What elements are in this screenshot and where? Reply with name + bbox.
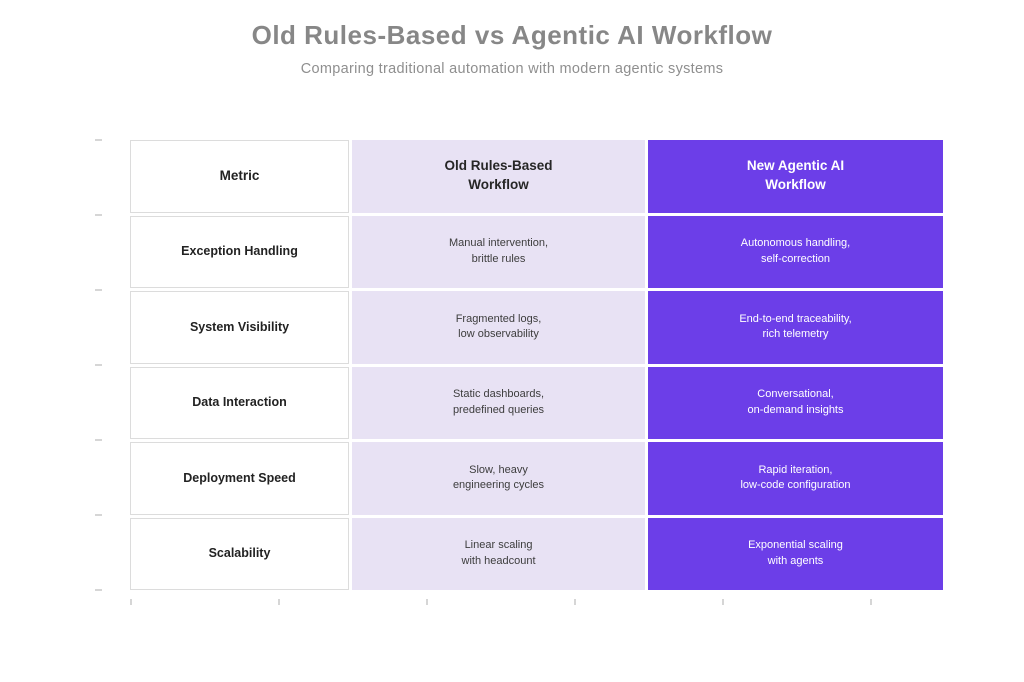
old-workflow-cell: Static dashboards, predefined queries — [352, 366, 645, 439]
y-axis-tick — [95, 139, 102, 141]
y-axis-tick — [95, 589, 102, 591]
metric-cell: Data Interaction — [130, 366, 349, 439]
y-axis-tick — [95, 289, 102, 291]
column-header-new-workflow: New Agentic AI Workflow — [648, 140, 943, 213]
y-axis-tick — [95, 439, 102, 441]
new-workflow-cell: End-to-end traceability, rich telemetry — [648, 291, 943, 364]
column-header-metric: Metric — [130, 140, 349, 213]
x-axis-tick — [426, 599, 428, 605]
old-workflow-cell: Fragmented logs, low observability — [352, 291, 645, 364]
x-axis-tick — [722, 599, 724, 605]
old-workflow-cell: Linear scaling with headcount — [352, 517, 645, 590]
x-axis-tick — [278, 599, 280, 605]
new-workflow-cell: Rapid iteration, low-code configuration — [648, 442, 943, 515]
x-axis-tick — [130, 599, 132, 605]
metric-cell: Deployment Speed — [130, 442, 349, 515]
x-axis-tick — [870, 599, 872, 605]
y-axis-tick — [95, 214, 102, 216]
figure-title: Old Rules-Based vs Agentic AI Workflow — [251, 20, 773, 50]
column-header-old-workflow: Old Rules-Based Workflow — [352, 140, 645, 213]
old-workflow-cell: Slow, heavy engineering cycles — [352, 442, 645, 515]
new-workflow-cell: Autonomous handling, self-correction — [648, 215, 943, 288]
x-axis-tick — [574, 599, 576, 605]
metric-cell: System Visibility — [130, 291, 349, 364]
figure-subtitle: Comparing traditional automation with mo… — [300, 61, 724, 77]
old-workflow-cell: Manual intervention, brittle rules — [352, 215, 645, 288]
metric-cell: Scalability — [130, 517, 349, 590]
new-workflow-cell: Conversational, on-demand insights — [648, 366, 943, 439]
metric-cell: Exception Handling — [130, 215, 349, 288]
y-axis-tick — [95, 514, 102, 516]
y-axis-tick — [95, 364, 102, 366]
comparison-table: Metric Old Rules-Based Workflow New Agen… — [130, 140, 943, 590]
new-workflow-cell: Exponential scaling with agents — [648, 517, 943, 590]
